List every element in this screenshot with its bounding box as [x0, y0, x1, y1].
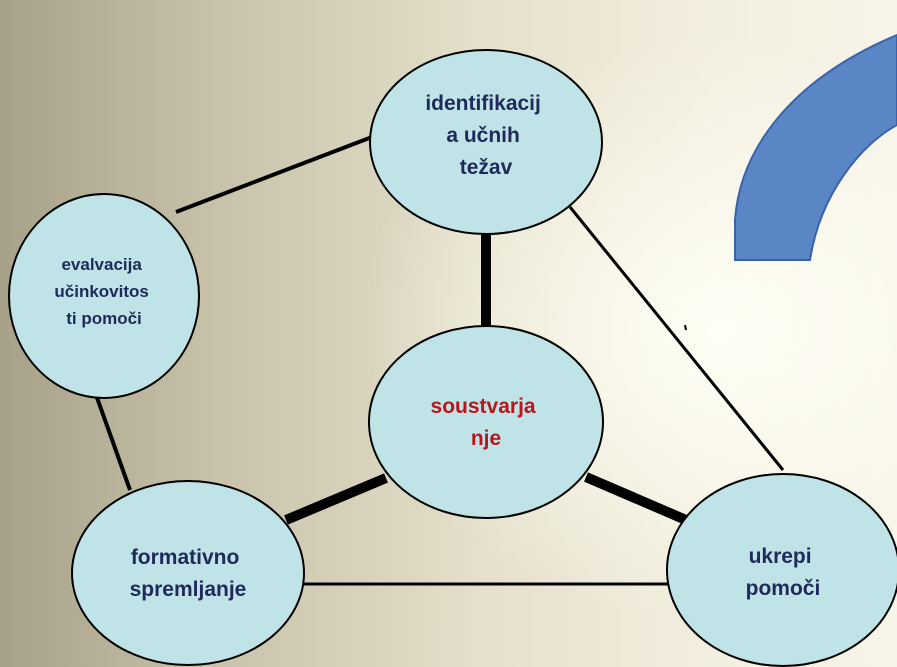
- svg-text:evalvacija učinkovitos: evalvacija učinkovitos ti pomoči: [54, 255, 153, 328]
- node-formative: formativno spremljanje: [71, 480, 305, 666]
- node-actions: ukrepi pomoči: [666, 473, 897, 667]
- node-actions-line-2: pomoči: [746, 577, 821, 600]
- node-formative-line-1: formativno: [131, 546, 240, 569]
- node-evaluation-line-1: evalvacija: [61, 255, 142, 274]
- node-identification-line-2: a učnih: [446, 124, 520, 147]
- node-evaluation-line-3: ti pomoči: [66, 309, 142, 328]
- connector-evaluation-formative: [93, 391, 132, 491]
- svg-text:ukrepi pomoči: ukrepi pomoči: [746, 545, 821, 600]
- svg-text:formativno spremljanje: formativno spremljanje: [130, 546, 247, 601]
- connector-evaluation-identification: [175, 135, 373, 214]
- connector-center-formative: [284, 473, 388, 525]
- node-evaluation: evalvacija učinkovitos ti pomoči: [8, 193, 200, 399]
- node-formative-line-2: spremljanje: [130, 578, 247, 601]
- curved-arrow-shape: [734, 33, 897, 261]
- connector-identification-actions: [568, 206, 785, 471]
- node-center: soustvarja nje: [368, 325, 604, 519]
- node-evaluation-line-2: učinkovitos: [54, 282, 148, 301]
- node-identification-line-3: težav: [460, 156, 513, 179]
- svg-text:identifikacij a učnih: identifikacij a učnih težav: [425, 92, 546, 179]
- stray-mark: [684, 324, 687, 331]
- node-actions-line-1: ukrepi: [749, 545, 812, 568]
- node-center-line-2: nje: [471, 427, 501, 450]
- connector-center-actions: [584, 472, 688, 525]
- node-identification-line-1: identifikacij: [425, 92, 541, 115]
- node-identification: identifikacij a učnih težav: [369, 49, 603, 235]
- node-center-line-1: soustvarja: [431, 395, 536, 418]
- svg-text:soustvarja nje: soustvarja nje: [431, 395, 542, 450]
